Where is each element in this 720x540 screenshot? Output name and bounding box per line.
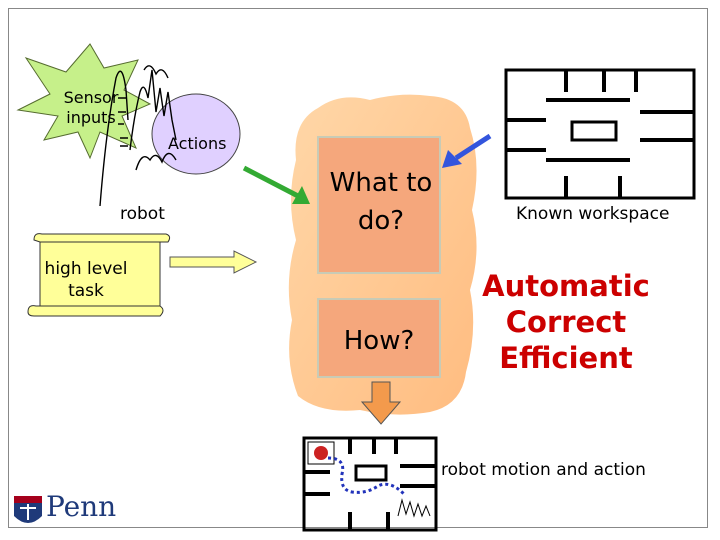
result-map — [302, 436, 438, 532]
how-text: How? — [343, 326, 415, 356]
robot-motion-label: robot motion and action — [441, 460, 646, 480]
task-scroll — [27, 233, 171, 317]
down-arrow — [360, 381, 402, 425]
robot-scribble-small — [397, 498, 431, 518]
what-to-do-text: What to do? — [329, 168, 433, 236]
high-level-task-label: high level task — [44, 259, 128, 301]
blue-arrow — [442, 133, 492, 168]
penn-logo-text: Penn — [46, 490, 117, 523]
workspace-map — [504, 68, 696, 200]
robot-label: robot — [120, 204, 165, 224]
workspace-properties: Automatic Correct Efficient — [478, 268, 654, 376]
actions-oval — [151, 93, 241, 175]
actions-label: Actions — [168, 134, 227, 153]
green-arrow — [242, 165, 310, 204]
robot-path — [327, 456, 406, 496]
penn-shield-icon — [14, 496, 42, 523]
how-box: How? — [317, 298, 441, 378]
signal-scribble — [99, 65, 177, 207]
property-correct: Correct — [505, 305, 627, 339]
known-workspace-label: Known workspace — [516, 204, 670, 224]
property-efficient: Efficient — [499, 341, 633, 375]
task-arrow — [169, 250, 258, 274]
slide-frame — [8, 8, 708, 528]
property-automatic: Automatic — [482, 269, 650, 303]
what-to-do-box: What to do? — [317, 136, 441, 274]
sensor-starburst — [16, 43, 152, 160]
sensor-inputs-label: Sensor inputs — [63, 88, 119, 127]
goal-marker-icon — [314, 446, 328, 460]
